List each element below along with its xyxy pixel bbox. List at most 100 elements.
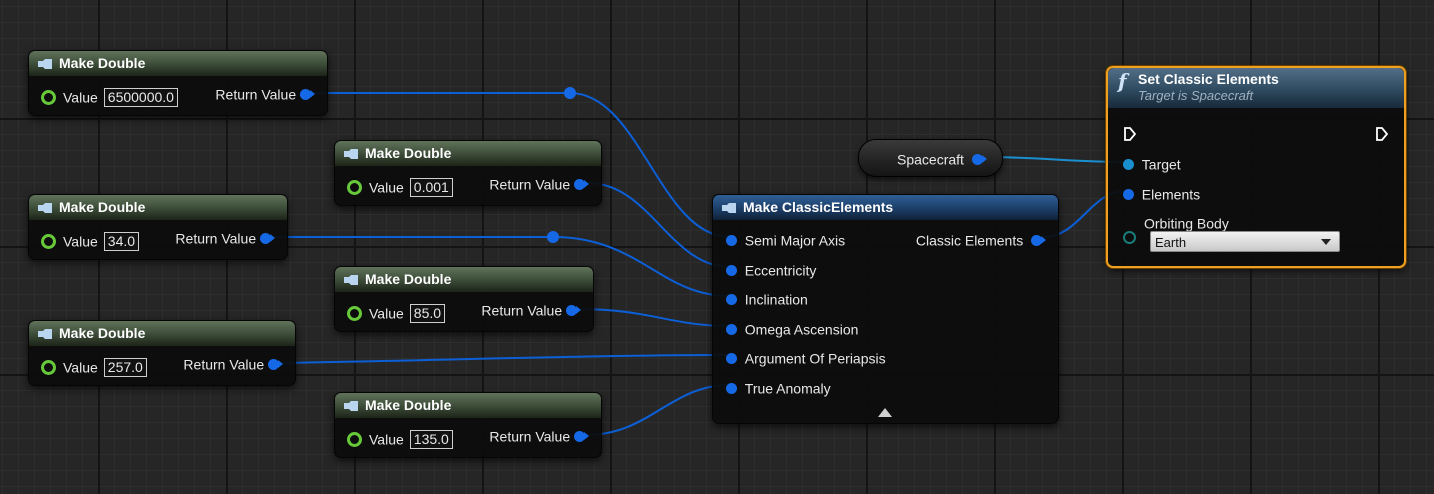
pin-arrow-icon xyxy=(310,90,315,99)
node-title: Make Double xyxy=(365,145,452,161)
value-input-row: Value 135.0 xyxy=(347,430,453,449)
input-argument-of-periapsis: Argument Of Periapsis xyxy=(726,349,886,366)
input-label: Inclination xyxy=(744,291,808,308)
node-header[interactable]: Make Double xyxy=(335,141,601,166)
output-label: Classic Elements xyxy=(915,232,1024,249)
orbiting-body-pin-row xyxy=(1123,228,1136,244)
input-pin[interactable] xyxy=(726,234,737,246)
node-header[interactable]: f Set Classic Elements Target is Spacecr… xyxy=(1108,68,1404,108)
output-pin[interactable] xyxy=(1031,234,1042,246)
value-field[interactable]: 0.001 xyxy=(409,178,453,197)
node-header[interactable]: Make Double xyxy=(29,51,327,76)
node-header[interactable]: Make Double xyxy=(29,321,295,346)
value-pin[interactable] xyxy=(347,432,362,447)
return-value-pin[interactable] xyxy=(268,358,279,370)
collapse-arrow-icon[interactable] xyxy=(878,408,892,417)
node-subtitle: Target is Spacecraft xyxy=(1138,88,1254,103)
wire-eccentricity xyxy=(587,182,731,268)
node-title: Set Classic Elements xyxy=(1138,71,1279,87)
return-value-label: Return Value xyxy=(481,302,563,319)
input-omega-ascension: Omega Ascension xyxy=(726,320,858,337)
return-value-label: Return Value xyxy=(183,356,265,373)
input-true-anomaly: True Anomaly xyxy=(726,379,831,396)
return-value-pin[interactable] xyxy=(574,430,585,442)
input-pin[interactable] xyxy=(726,382,737,394)
variable-output-pin[interactable] xyxy=(971,153,983,165)
exec-in-pin-icon[interactable] xyxy=(1123,126,1137,142)
function-pure-icon xyxy=(38,203,52,213)
dropdown-value: Earth xyxy=(1155,235,1187,250)
function-pure-icon xyxy=(344,275,358,285)
value-field[interactable]: 135.0 xyxy=(409,430,453,449)
input-inclination: Inclination xyxy=(726,290,808,307)
input-elements: Elements xyxy=(1123,185,1200,202)
return-value-row: Return Value xyxy=(215,85,315,102)
target-pin[interactable] xyxy=(1123,158,1134,170)
pin-arrow-icon xyxy=(981,155,987,164)
output-classic-elements: Classic Elements xyxy=(916,231,1046,248)
variable-row: Spacecraft xyxy=(897,150,987,167)
wire-spacecraft-target xyxy=(982,156,1127,163)
return-value-pin[interactable] xyxy=(566,304,577,316)
wire-true-anomaly xyxy=(585,384,731,436)
return-value-row: Return Value xyxy=(489,427,589,444)
return-value-pin[interactable] xyxy=(300,88,311,100)
input-label: Elements xyxy=(1141,186,1201,203)
node-header[interactable]: Make Double xyxy=(29,195,287,220)
spacecraft-variable-node[interactable]: Spacecraft xyxy=(858,139,1003,177)
elements-pin[interactable] xyxy=(1123,188,1134,200)
node-title: Make Double xyxy=(59,325,146,341)
input-label: Target xyxy=(1141,156,1181,173)
node-title: Make ClassicElements xyxy=(743,199,894,215)
exec-out-pin-icon[interactable] xyxy=(1375,126,1389,142)
value-field[interactable]: 257.0 xyxy=(103,358,147,377)
return-value-label: Return Value xyxy=(489,428,571,445)
make-double-node-true-anomaly[interactable]: Make Double Value 135.0 Return Value xyxy=(334,392,602,458)
node-header[interactable]: Make Double xyxy=(335,393,601,418)
wire-reroute-knot xyxy=(547,231,559,243)
input-pin[interactable] xyxy=(726,323,737,335)
pin-arrow-icon xyxy=(584,432,589,441)
value-label: Value xyxy=(369,431,404,448)
return-value-row: Return Value xyxy=(183,355,283,372)
orbiting-body-dropdown[interactable]: Earth xyxy=(1150,231,1340,252)
input-label: True Anomaly xyxy=(744,380,831,397)
return-value-row: Return Value xyxy=(489,175,589,192)
input-orbiting-body-label-row: Orbiting Body xyxy=(1144,214,1229,231)
value-label: Value xyxy=(63,233,98,250)
input-label: Eccentricity xyxy=(744,262,817,279)
value-field[interactable]: 34.0 xyxy=(103,232,140,251)
value-pin[interactable] xyxy=(41,90,56,105)
wire-reroute-knot xyxy=(564,87,576,99)
orbiting-body-pin[interactable] xyxy=(1123,230,1136,244)
make-classic-elements-node[interactable]: Make ClassicElements Semi Major Axis Ecc… xyxy=(712,194,1059,424)
pin-arrow-icon xyxy=(576,306,581,315)
input-pin[interactable] xyxy=(726,264,737,276)
input-label: Argument Of Periapsis xyxy=(744,350,886,367)
node-header[interactable]: Make Double xyxy=(335,267,593,292)
value-field[interactable]: 85.0 xyxy=(409,304,446,323)
input-label: Semi Major Axis xyxy=(744,232,846,249)
return-value-pin[interactable] xyxy=(260,232,271,244)
value-pin[interactable] xyxy=(41,234,56,249)
value-pin[interactable] xyxy=(41,360,56,375)
return-value-label: Return Value xyxy=(489,176,571,193)
function-pure-icon xyxy=(38,329,52,339)
value-pin[interactable] xyxy=(347,306,362,321)
input-label: Omega Ascension xyxy=(744,321,859,338)
value-pin[interactable] xyxy=(347,180,362,195)
input-pin[interactable] xyxy=(726,352,737,364)
set-classic-elements-node[interactable]: f Set Classic Elements Target is Spacecr… xyxy=(1106,66,1406,268)
node-title: Make Double xyxy=(59,199,146,215)
value-field[interactable]: 6500000.0 xyxy=(103,88,178,107)
value-input-row: Value 34.0 xyxy=(41,232,140,251)
input-pin[interactable] xyxy=(726,293,737,305)
node-header[interactable]: Make ClassicElements xyxy=(713,195,1058,220)
